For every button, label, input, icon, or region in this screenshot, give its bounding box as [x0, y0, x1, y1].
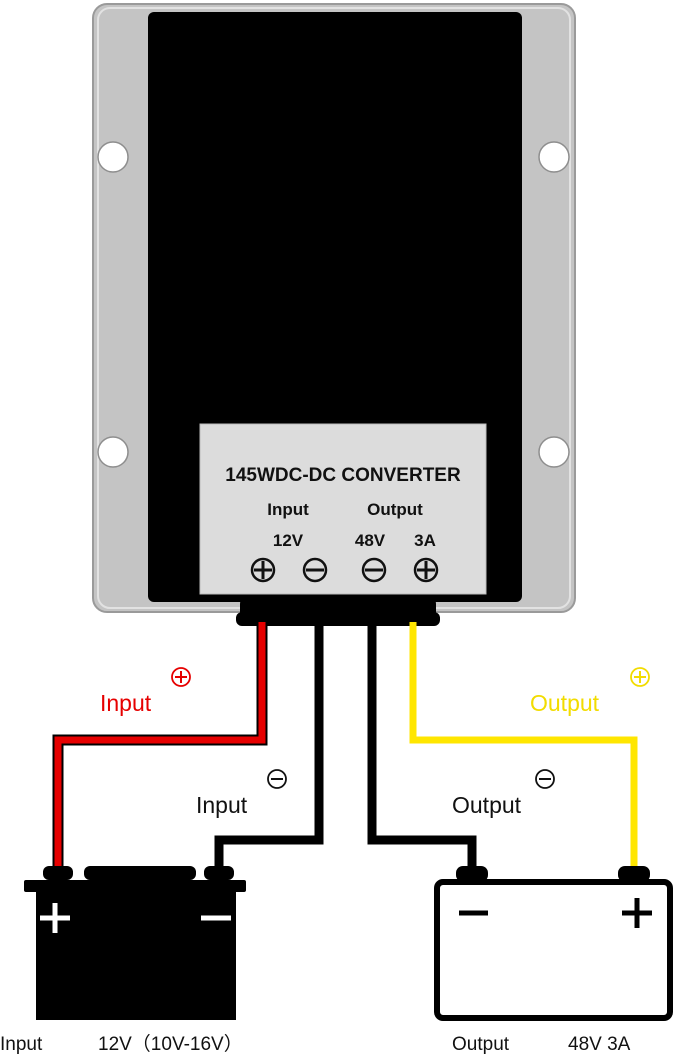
input-positive-plus-icon [171, 667, 191, 687]
input-negative-wire [214, 622, 324, 872]
input-battery-rating: 12V（10V-16V） [98, 1033, 243, 1055]
output-negative-wire [367, 622, 477, 872]
panel-input-plus-icon [250, 557, 276, 583]
input-negative-minus-icon [267, 769, 287, 789]
panel-output-heading: Output [367, 500, 423, 519]
mounting-hole-bottom-right [538, 436, 570, 468]
output-battery-caption: Output [452, 1034, 510, 1055]
mounting-hole-bottom-left [97, 436, 129, 468]
label-panel [199, 423, 487, 595]
converter-unit: 145WDC-DC CONVERTER Input Output 12V 48V… [92, 3, 576, 626]
input-battery-caption: Input [0, 1034, 43, 1055]
output-negative-minus-icon [535, 769, 555, 789]
mounting-hole-top-right [538, 141, 570, 173]
output-battery-rating: 48V 3A [568, 1034, 631, 1055]
output-positive-wire [409, 622, 638, 872]
panel-output-minus-icon [361, 557, 387, 583]
panel-input-voltage: 12V [273, 531, 304, 550]
panel-input-minus-icon [302, 557, 328, 583]
input-positive-wire [52, 622, 268, 872]
panel-output-plus-icon [413, 557, 439, 583]
converter-title: 145WDC-DC CONVERTER [225, 465, 461, 486]
panel-input-heading: Input [267, 500, 309, 519]
input-battery-icon [24, 866, 246, 1020]
panel-output-voltage: 48V [355, 531, 386, 550]
output-negative-label: Output [452, 792, 522, 818]
input-negative-label: Input [196, 792, 248, 818]
mounting-hole-top-left [97, 141, 129, 173]
output-battery-icon [434, 866, 673, 1021]
output-positive-plus-icon [630, 667, 650, 687]
panel-output-current: 3A [414, 531, 436, 550]
wires [52, 622, 638, 872]
output-positive-label: Output [530, 690, 600, 716]
input-positive-label: Input [100, 690, 152, 716]
